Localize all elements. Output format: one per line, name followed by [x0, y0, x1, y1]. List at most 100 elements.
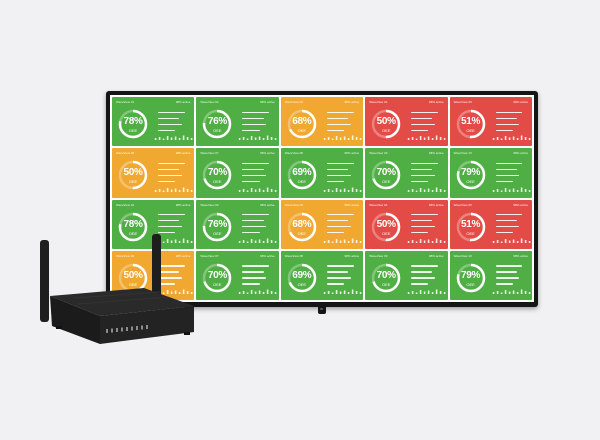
sparkline-bar: [243, 137, 245, 141]
metric-bar: [411, 226, 435, 228]
sparkline-bar: [154, 189, 157, 192]
metric-row: [236, 212, 274, 218]
metric-bar: [326, 265, 354, 267]
tile-machine-name: WaveView 09: [369, 253, 388, 258]
metric-row: [490, 115, 528, 121]
gauge-percent: 78%: [123, 218, 143, 230]
sparkline-bar: [323, 240, 326, 243]
sparkline-bar: [323, 138, 326, 141]
sparkline-bar: [166, 290, 169, 294]
sparkline-bar: [339, 240, 342, 243]
gauge-label: OEE: [381, 128, 391, 133]
sparkline-bar: [435, 187, 438, 192]
sparkline-bar: [359, 292, 362, 294]
sparkline-bar: [158, 137, 161, 141]
sparkline-bar: [355, 239, 358, 243]
sparkline-bar: [247, 138, 249, 141]
gauge-percent: 78%: [123, 116, 143, 127]
gauge-label: OEE: [128, 281, 138, 287]
tile-status-text: 98% active: [513, 253, 528, 258]
sparkline-bar: [190, 240, 193, 243]
tile-metrics: [152, 109, 190, 133]
sparkline-bar: [435, 238, 438, 243]
metric-row: [152, 166, 190, 172]
sparkline-bar: [339, 291, 342, 294]
sparkline-bar: [162, 138, 165, 141]
sparkline-bar: [508, 189, 510, 192]
oee-gauge: 79%OEE: [455, 262, 487, 294]
sparkline-bar: [423, 189, 426, 192]
sparkline-bar: [331, 292, 334, 294]
metric-row: [152, 172, 190, 178]
gauge-percent: 69%: [292, 167, 312, 179]
oee-gauge: 78%OEE: [117, 211, 149, 243]
metric-row: [490, 263, 528, 269]
metric-row: [152, 275, 190, 281]
router-antenna-left: [40, 240, 49, 322]
sparkline-bar: [427, 188, 430, 192]
sparkline-bar: [251, 238, 253, 243]
gauge-percent: 50%: [376, 218, 396, 230]
gauge-fill: [118, 161, 148, 190]
sparkline-bar: [347, 138, 350, 141]
sparkline-bar: [174, 136, 177, 141]
sparkline-bar: [263, 240, 265, 243]
metric-bar: [158, 180, 176, 183]
metric-row: [321, 160, 359, 166]
gauge-percent: 69%: [292, 269, 312, 281]
tile-machine-name: WaveView 08: [284, 253, 303, 258]
metric-row: [405, 109, 443, 115]
sparkline-bar: [427, 290, 430, 294]
tile-status-text: 98% active: [428, 100, 444, 104]
sparkline-bar: [512, 290, 514, 294]
gauge-label: OEE: [128, 230, 138, 236]
metric-row: [236, 275, 274, 281]
sparkline-bar: [512, 188, 514, 192]
sparkline-bar: [524, 137, 526, 141]
sparkline-bar: [439, 137, 442, 141]
oee-gauge: 70%OEE: [201, 262, 233, 294]
gauge-label: OEE: [381, 179, 391, 185]
metric-bar: [495, 232, 513, 234]
sparkline-bar: [492, 240, 494, 243]
metric-bar: [411, 129, 429, 131]
sparkline-bar: [186, 291, 189, 294]
sparkline-bar: [190, 138, 193, 141]
metric-bar: [158, 283, 176, 285]
metric-bar: [495, 162, 523, 165]
oee-gauge: 69%OEE: [286, 159, 318, 191]
sparkline-bar: [500, 190, 502, 192]
sparkline-bar: [439, 291, 442, 294]
metric-bar: [326, 214, 354, 216]
sparkline-bar: [347, 240, 350, 243]
sparkline-bar: [263, 189, 265, 192]
oee-gauge: 51%OEE: [455, 108, 487, 140]
sparkline-bar: [166, 238, 169, 243]
tile-sparkline: [407, 135, 446, 141]
gauge-fill: [371, 212, 401, 241]
metric-row: [321, 121, 359, 127]
sparkline-bar: [327, 188, 330, 192]
sparkline-bar: [259, 136, 261, 141]
metric-row: [321, 109, 359, 115]
metric-bar: [158, 277, 182, 279]
metric-row: [490, 109, 528, 115]
metric-bar: [411, 214, 439, 216]
metric-bar: [326, 220, 348, 222]
tile-machine-name: WaveView 04: [369, 100, 388, 104]
oee-gauge: 70%OEE: [201, 159, 233, 191]
metric-row: [236, 269, 274, 275]
sparkline-bar: [255, 240, 257, 243]
sparkline-bar: [431, 292, 434, 294]
sparkline-bar: [343, 290, 346, 294]
metric-row: [490, 212, 528, 218]
sparkline-bar: [492, 138, 494, 141]
tile-machine-name: WaveView 03: [284, 100, 303, 104]
metric-row: [236, 224, 274, 230]
sparkline-bar: [178, 138, 181, 141]
